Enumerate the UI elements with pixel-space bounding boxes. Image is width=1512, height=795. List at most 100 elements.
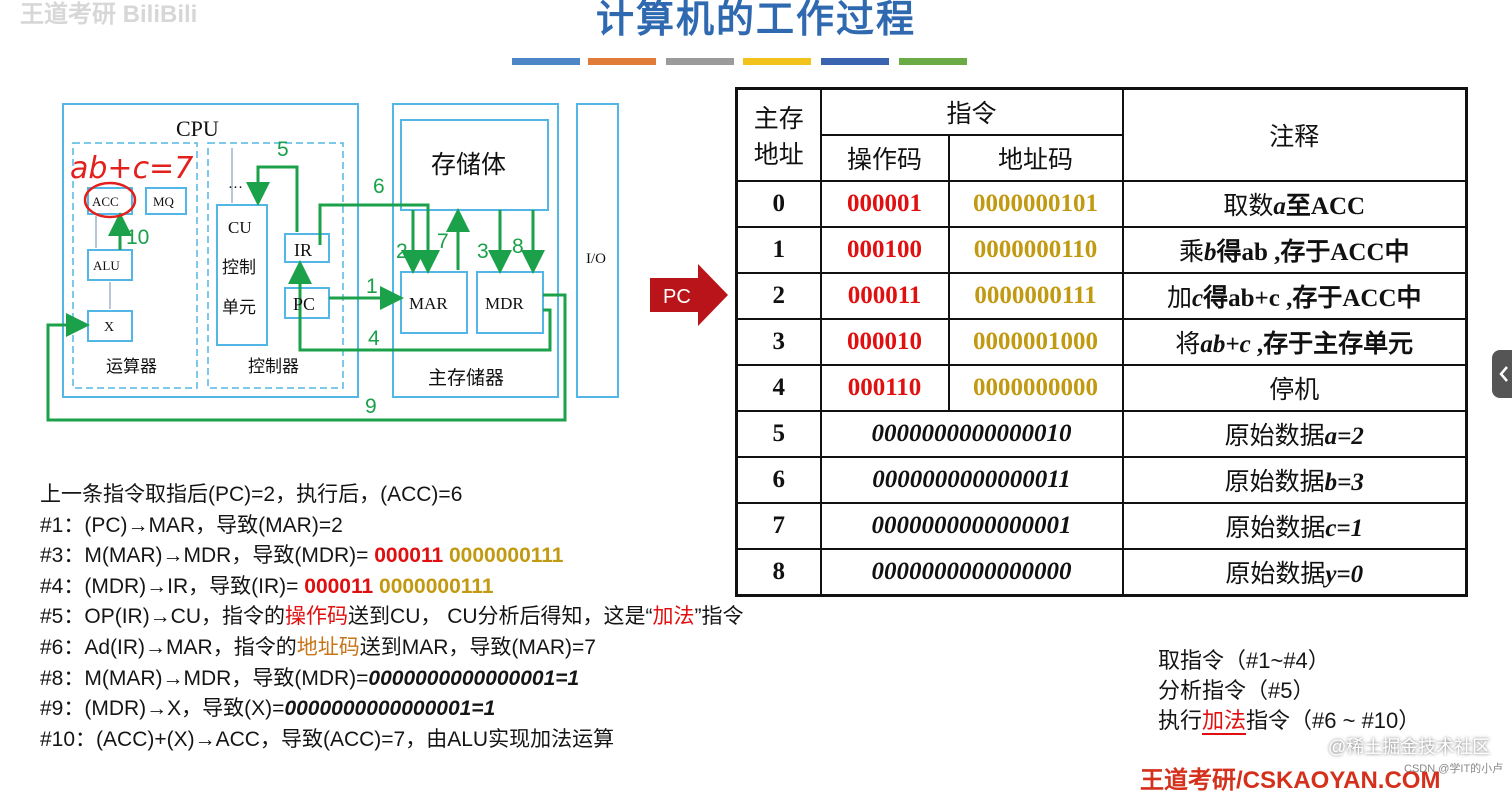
step-value: 0000000000000001=1 bbox=[368, 666, 580, 690]
step-number: 5 bbox=[277, 138, 289, 161]
note-var: a=2 bbox=[1324, 423, 1364, 450]
step-number: 9 bbox=[365, 395, 377, 418]
note-text: 原始数据 bbox=[1224, 467, 1325, 496]
note-text: 乘 bbox=[1178, 237, 1204, 266]
path-5 bbox=[246, 165, 299, 232]
table-row: 5 0000000000000010 原始数据a=2 bbox=[735, 410, 1468, 458]
header-instruction: 指令 bbox=[819, 87, 1124, 136]
step-opcode: 000011 bbox=[304, 574, 374, 598]
dots: … bbox=[228, 176, 243, 192]
chevron-left-icon bbox=[1499, 366, 1508, 382]
cell-data-value: 0000000000000001 bbox=[819, 502, 1124, 550]
mq-box bbox=[145, 187, 187, 215]
step-6: #6：Ad(IR)→MAR，指令的地址码送到MAR，导致(MAR)=7 bbox=[40, 633, 744, 664]
phase-execute: 执行加法指令（#6 ~ #10） bbox=[1158, 706, 1420, 736]
controller-dashed bbox=[207, 142, 344, 389]
handwritten-note: ab+c=7 bbox=[70, 151, 193, 186]
cell-opcode: 000001 bbox=[819, 180, 950, 228]
step-number: 2 bbox=[396, 240, 408, 263]
note-text: 得ab ,存于ACC中 bbox=[1216, 239, 1410, 266]
color-bar bbox=[821, 58, 889, 65]
cell-addrcode: 0000000000 bbox=[947, 364, 1124, 412]
step-number: 8 bbox=[512, 235, 524, 258]
color-bar bbox=[899, 58, 967, 65]
header-address: 主存 地址 bbox=[735, 87, 822, 182]
phase-fetch: 取指令（#1~#4） bbox=[1158, 648, 1330, 673]
main-memory-box bbox=[392, 103, 559, 398]
step-highlight: 操作码 bbox=[285, 605, 349, 629]
cell-opcode: 000011 bbox=[819, 272, 950, 320]
note-text: 得ab+c ,存于ACC中 bbox=[1203, 285, 1422, 312]
cell-opcode: 000010 bbox=[819, 318, 950, 366]
step-text: #5：OP(IR)→CU，指令的 bbox=[40, 605, 286, 629]
page-title: 计算机的工作过程 bbox=[595, 0, 916, 41]
cu-label: 控制 bbox=[222, 258, 256, 278]
cell-addrcode: 0000000110 bbox=[947, 226, 1124, 274]
ir-label: IR bbox=[294, 240, 312, 260]
step-3: #3：M(MAR)→MDR，导致(MDR)= 000011 0000000111 bbox=[40, 541, 744, 572]
cu-label: CU bbox=[228, 218, 252, 237]
step-4: #4：(MDR)→IR，导致(IR)= 000011 0000000111 bbox=[40, 572, 744, 603]
step-number: 7 bbox=[437, 230, 449, 253]
step-text: #8：M(MAR)→MDR，导致(MDR)= bbox=[40, 666, 369, 690]
step-highlight: 地址码 bbox=[296, 635, 360, 659]
pc-pointer-arrow: PC bbox=[650, 264, 728, 326]
alu-unit-dashed bbox=[72, 142, 198, 389]
note-var: c bbox=[1191, 285, 1204, 312]
cell-data-value: 0000000000000011 bbox=[819, 456, 1124, 504]
step-addrcode: 0000000111 bbox=[443, 544, 564, 568]
pc-label: PC bbox=[293, 294, 315, 314]
color-bar bbox=[512, 58, 580, 65]
step-text: #6：Ad(IR)→MAR，指令的 bbox=[40, 635, 297, 659]
step-text: #3：M(MAR)→MDR，导致(MDR)= bbox=[40, 544, 375, 568]
cell-opcode: 000100 bbox=[819, 226, 950, 274]
path-4 bbox=[288, 260, 552, 352]
cell-note: 停机 bbox=[1121, 364, 1468, 412]
cell-address: 8 bbox=[735, 548, 822, 597]
step-text: #4：(MDR)→IR，导致(IR)= bbox=[40, 574, 305, 598]
phase-text: 执行 bbox=[1158, 708, 1203, 733]
cell-addrcode: 0000001000 bbox=[947, 318, 1124, 366]
cell-note: 将ab+c ,存于主存单元 bbox=[1121, 318, 1468, 366]
bilibili-watermark: 王道考研 BiliBili bbox=[20, 1, 198, 28]
controller-label: 控制器 bbox=[248, 357, 299, 377]
memory-table: 主存 地址 指令 注释 操作码 地址码 0 000001 0000000101 … bbox=[735, 87, 1468, 597]
step-number: 10 bbox=[126, 226, 149, 249]
cell-address: 4 bbox=[735, 364, 822, 412]
cell-address: 0 bbox=[735, 180, 822, 228]
step-opcode: 000011 bbox=[374, 544, 444, 568]
note-text: 至ACC bbox=[1285, 193, 1366, 220]
cell-data-value: 0000000000000010 bbox=[819, 410, 1124, 458]
computer-diagram: 1 2 3 4 5 6 7 8 9 10 CPU ACC MQ ALU X 运算… bbox=[46, 103, 619, 422]
step-text: #9：(MDR)→X，导致(X)= bbox=[40, 697, 285, 721]
cell-data-value: 0000000000000000 bbox=[819, 548, 1124, 597]
note-var: b=3 bbox=[1324, 469, 1364, 496]
cell-addrcode: 0000000111 bbox=[947, 272, 1124, 320]
mq-label: MQ bbox=[153, 194, 175, 209]
note-var: c=1 bbox=[1325, 515, 1364, 542]
step-value: 0000000000000001=1 bbox=[284, 697, 496, 721]
step-1: #1：(PC)→MAR，导致(MAR)=2 bbox=[40, 513, 343, 537]
header-address-line: 地址 bbox=[753, 140, 804, 169]
phase-decode: 分析指令（#5） bbox=[1158, 678, 1315, 703]
phase-highlight: 加法 bbox=[1202, 708, 1247, 735]
side-panel-toggle[interactable] bbox=[1492, 350, 1512, 398]
cell-address: 5 bbox=[735, 410, 822, 458]
step-addrcode: 0000000111 bbox=[373, 574, 494, 598]
color-bar bbox=[588, 58, 656, 65]
footer-logo: 王道考研/CSKAOYAN.COM bbox=[1140, 767, 1441, 794]
table-row: 2 000011 0000000111 加c得ab+c ,存于ACC中 bbox=[735, 272, 1468, 320]
step-highlight: 加法 bbox=[652, 605, 695, 629]
path-6 bbox=[318, 203, 440, 274]
header-address-line: 主存 bbox=[753, 104, 804, 133]
cell-address: 1 bbox=[735, 226, 822, 274]
io-label: I/O bbox=[586, 251, 606, 267]
note-text: 停机 bbox=[1269, 375, 1320, 404]
main-memory-label: 主存储器 bbox=[428, 367, 504, 389]
step-text: ”指令 bbox=[694, 605, 744, 629]
step-8: #8：M(MAR)→MDR，导致(MDR)=0000000000000001=1 bbox=[40, 664, 744, 695]
table-row: 8 0000000000000000 原始数据y=0 bbox=[735, 548, 1468, 597]
cell-address: 3 bbox=[735, 318, 822, 366]
table-row: 1 000100 0000000110 乘b得ab ,存于ACC中 bbox=[735, 226, 1468, 274]
note-text: 加 bbox=[1166, 283, 1192, 312]
